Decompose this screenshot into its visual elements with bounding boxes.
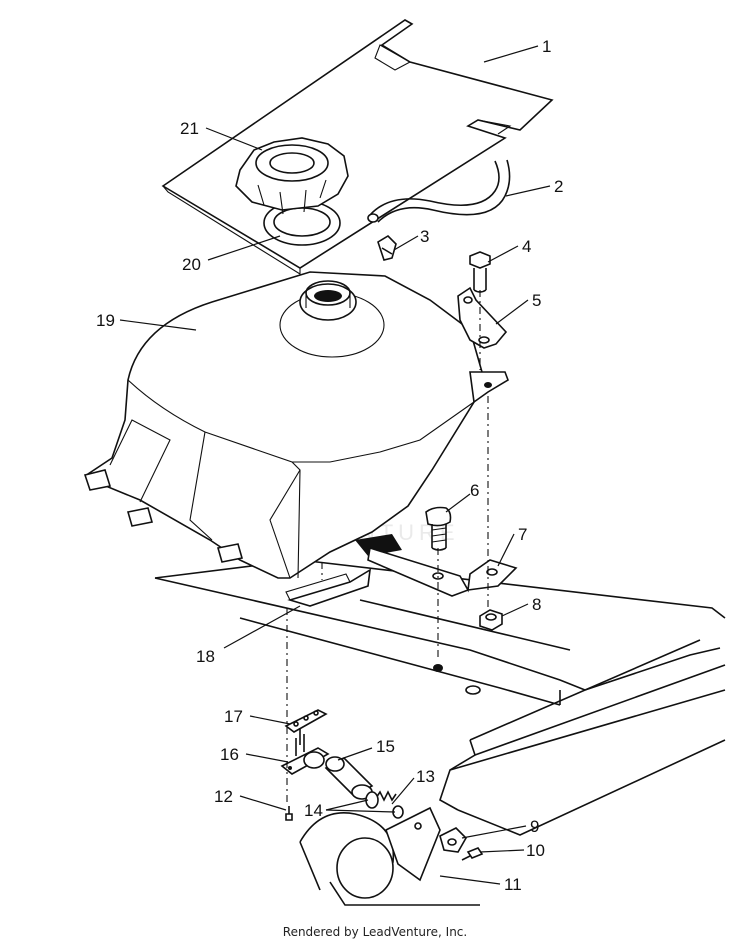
valve-shaft	[324, 756, 374, 800]
spring	[375, 790, 397, 802]
fuel-cap	[235, 137, 349, 215]
callout-10: 10	[526, 841, 545, 860]
frame-rails	[154, 559, 726, 906]
callout-3: 3	[420, 227, 429, 246]
callout-15: 15	[376, 737, 395, 756]
fuel-valve	[280, 728, 330, 775]
rubber-pad	[285, 568, 371, 607]
callout-20: 20	[182, 255, 201, 274]
callout-1: 1	[542, 37, 551, 56]
callout-labels: 1 2 3 4 5 6 7 8 9 10 11 12 13 14 15 16 1…	[96, 37, 563, 894]
valve-plate	[284, 709, 328, 733]
callout-9: 9	[530, 817, 539, 836]
mounting-bolt-lower	[425, 506, 452, 551]
callout-12: 12	[214, 787, 233, 806]
vent-hose	[367, 159, 511, 223]
tank-bracket	[457, 286, 508, 349]
callout-14: 14	[304, 801, 323, 820]
callout-2: 2	[554, 177, 563, 196]
clip-screw	[461, 847, 484, 861]
callout-13: 13	[416, 767, 435, 786]
callout-19: 19	[96, 311, 115, 330]
leader-lines	[119, 45, 551, 885]
valve-mount-bracket	[385, 806, 441, 882]
callout-18: 18	[196, 647, 215, 666]
callout-16: 16	[220, 745, 239, 764]
alignment-lines	[286, 290, 489, 806]
callout-21: 21	[180, 119, 199, 138]
callout-5: 5	[532, 291, 541, 310]
fuel-tank	[83, 271, 509, 579]
callout-7: 7	[518, 525, 527, 544]
cable-clip	[439, 827, 467, 853]
callout-6: 6	[470, 481, 479, 500]
callout-4: 4	[522, 237, 531, 256]
elbow-fitting	[377, 234, 397, 261]
lock-nut	[479, 609, 503, 631]
callout-8: 8	[532, 595, 541, 614]
washer	[365, 791, 404, 819]
footer-credit: Rendered by LeadVenture, Inc.	[282, 925, 468, 939]
fuel-tank-cover-plate	[161, 19, 554, 275]
valve-screw	[285, 806, 293, 821]
callout-11: 11	[504, 875, 522, 894]
mounting-bolt-upper	[469, 251, 491, 293]
callout-17: 17	[224, 707, 243, 726]
mounting-strap-bracket	[367, 546, 518, 597]
